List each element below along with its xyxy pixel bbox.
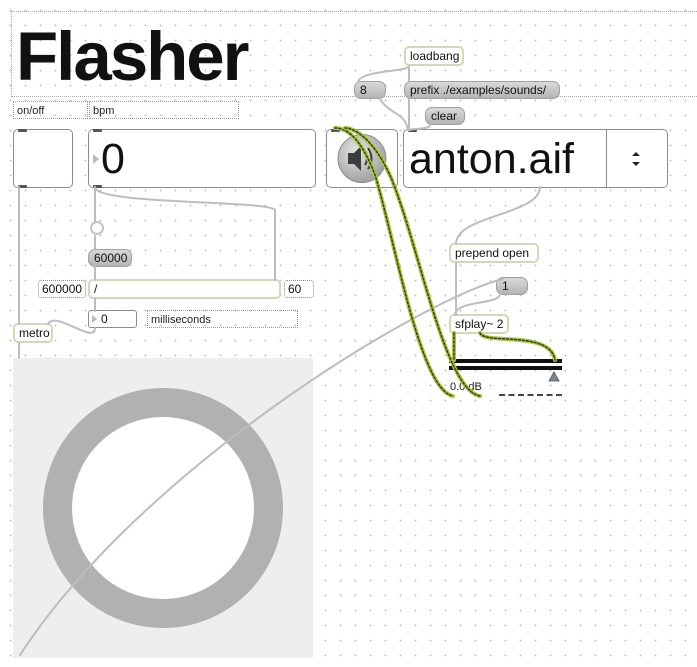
file-menu[interactable]: anton.aif bbox=[403, 129, 668, 188]
gain-dash-line bbox=[499, 394, 562, 396]
cord-one-sfplay bbox=[454, 293, 501, 316]
on-off-toggle[interactable] bbox=[13, 129, 73, 188]
on-off-comment: on/off bbox=[13, 101, 88, 119]
metro-object[interactable]: metro bbox=[13, 323, 53, 343]
prepend-open-object[interactable]: prepend open bbox=[449, 243, 539, 263]
updown-arrows-icon bbox=[632, 152, 640, 166]
bpm-triangle-icon bbox=[93, 154, 99, 164]
sfplay-object[interactable]: sfplay~ 2 bbox=[449, 314, 509, 334]
ms-triangle-icon bbox=[92, 315, 97, 323]
clear-message[interactable]: clear bbox=[425, 107, 465, 125]
gain-fader[interactable]: 0.0 dB bbox=[449, 357, 564, 397]
numerator-number-box[interactable]: 600000 bbox=[38, 280, 86, 298]
audio-cord-sfplay-right bbox=[478, 331, 557, 362]
title-area-border bbox=[11, 11, 697, 97]
bpm-value: 0 bbox=[101, 135, 125, 183]
divide-object[interactable]: / bbox=[88, 279, 281, 299]
menu-selected-label: anton.aif bbox=[409, 135, 574, 183]
gain-track-top bbox=[449, 359, 562, 363]
flash-panel[interactable] bbox=[13, 358, 313, 658]
ms-value: 0 bbox=[101, 312, 108, 326]
sixty-thousand-message[interactable]: 60000 bbox=[88, 249, 132, 267]
cord-menu-prepend bbox=[455, 186, 541, 245]
patch-title: Flasher bbox=[16, 18, 249, 95]
loadbang-object[interactable]: loadbang bbox=[404, 46, 464, 66]
milliseconds-number-box[interactable]: 0 bbox=[88, 310, 137, 328]
bpm-comment: bpm bbox=[89, 101, 239, 119]
gain-knob-icon[interactable] bbox=[548, 371, 560, 383]
gain-track-bottom bbox=[449, 366, 562, 370]
milliseconds-comment: milliseconds bbox=[147, 310, 298, 328]
speaker-icon bbox=[337, 134, 387, 183]
gain-readout: 0.0 dB bbox=[450, 381, 482, 393]
bang-icon[interactable] bbox=[90, 221, 104, 235]
bpm-outlet bbox=[93, 185, 102, 188]
toggle-inlet bbox=[18, 129, 27, 132]
flash-ring bbox=[43, 388, 283, 628]
sixty-number-box[interactable]: 60 bbox=[284, 280, 314, 298]
prefix-message[interactable]: prefix ./examples/sounds/ bbox=[404, 81, 560, 99]
menu-inlet bbox=[408, 129, 417, 132]
menu-divider bbox=[606, 130, 607, 187]
bpm-inlet bbox=[93, 129, 102, 132]
bpm-number-box[interactable]: 0 bbox=[88, 129, 316, 188]
toggle-outlet bbox=[18, 185, 27, 188]
ezdac-button[interactable] bbox=[326, 129, 398, 188]
eight-message[interactable]: 8 bbox=[354, 81, 386, 99]
one-message[interactable]: 1 bbox=[496, 277, 528, 295]
cord-eight-menu bbox=[379, 98, 409, 131]
